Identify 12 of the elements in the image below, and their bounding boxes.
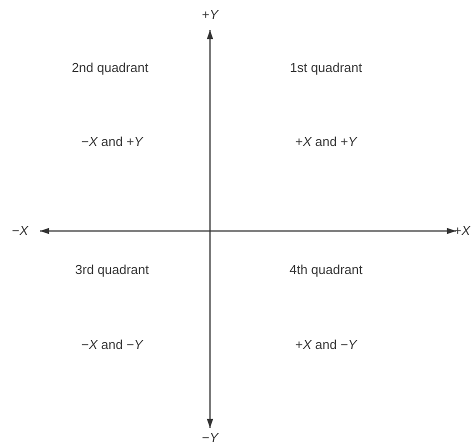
axis-label: +Y bbox=[202, 7, 218, 23]
axis-label: +X bbox=[454, 223, 470, 239]
axis-label: −X bbox=[12, 223, 28, 239]
axis-label: −Y bbox=[202, 430, 218, 446]
sign-label: −X and −Y bbox=[81, 337, 143, 353]
sign-label: −X and +Y bbox=[81, 134, 143, 150]
sign-label: +X and −Y bbox=[295, 337, 357, 353]
quadrant-label: 1st quadrant bbox=[290, 60, 362, 76]
quadrant-label: 3rd quadrant bbox=[75, 262, 149, 278]
quadrant-label: 4th quadrant bbox=[290, 262, 362, 278]
sign-label: +X and +Y bbox=[295, 134, 357, 150]
quadrant-label: 2nd quadrant bbox=[72, 60, 148, 76]
